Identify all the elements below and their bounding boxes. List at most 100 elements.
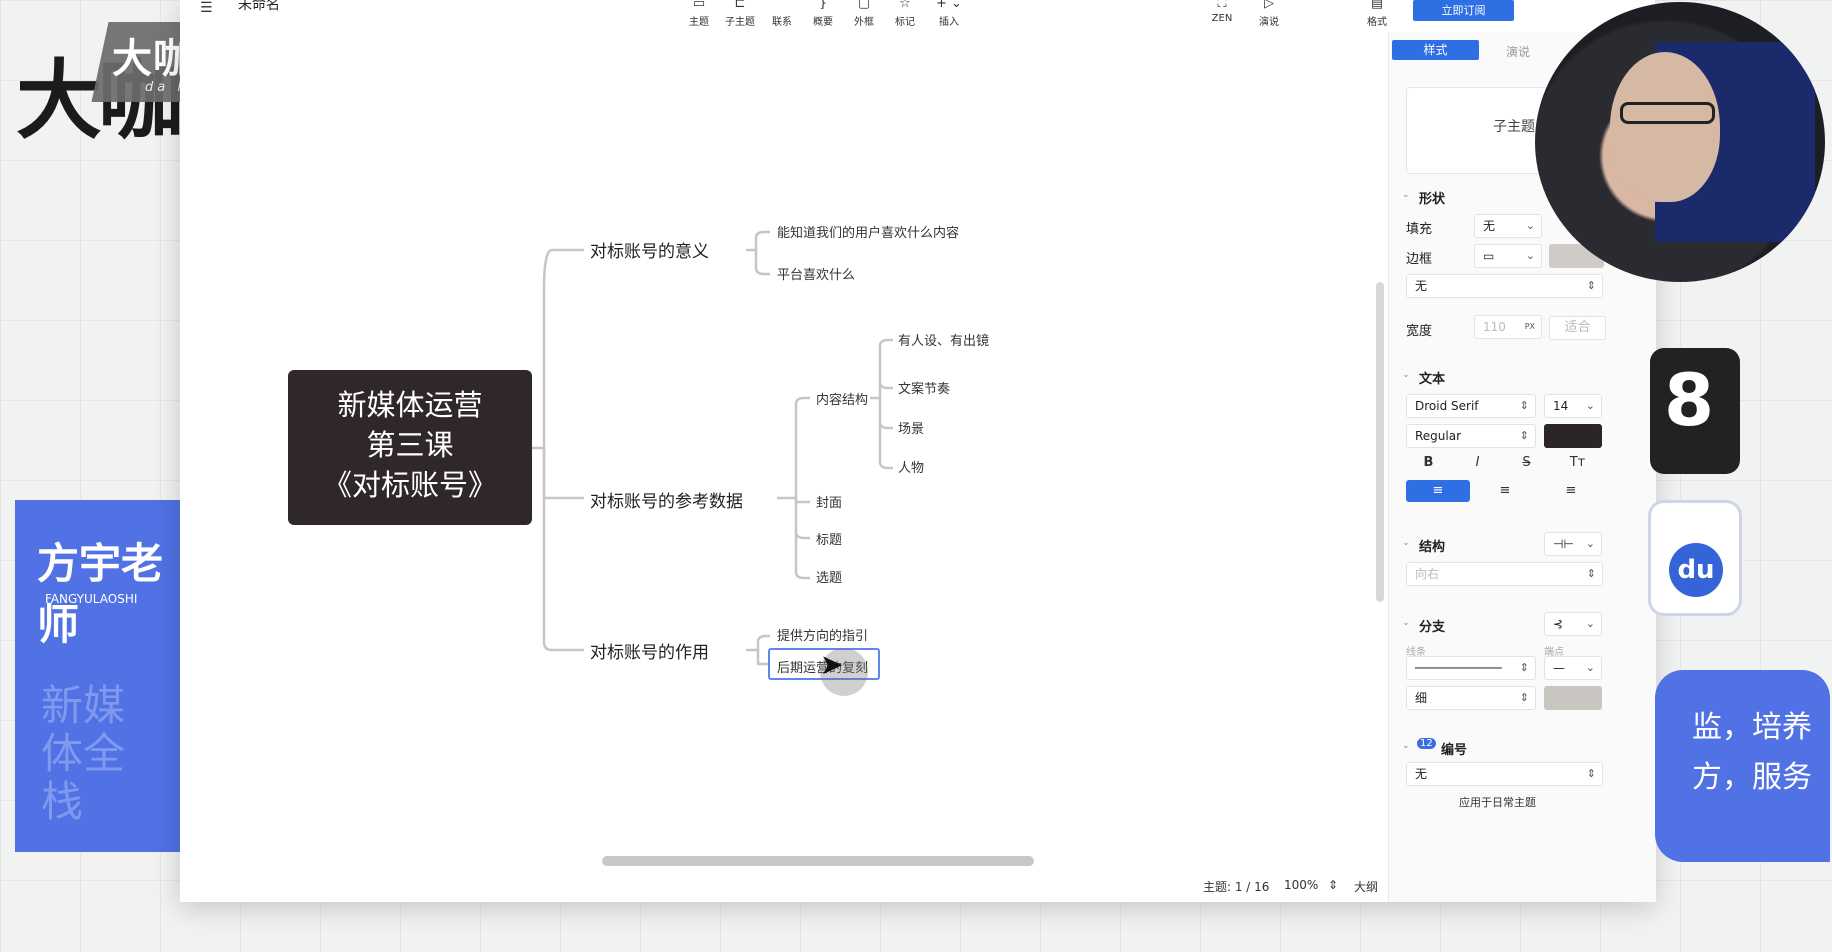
- apply-to-topics-link[interactable]: 应用于日常主题: [1459, 796, 1536, 809]
- topic-branch-reference[interactable]: 对标账号的参考数据: [590, 492, 743, 512]
- updown-icon: ⇕: [1586, 567, 1596, 580]
- selected-topic-outline: [768, 648, 880, 680]
- zoom-level[interactable]: 100%: [1284, 878, 1319, 892]
- section-text: 文本: [1419, 372, 1446, 387]
- mindmap-canvas[interactable]: 新媒体运营 第三课 《对标账号》 对标账号的意义 能知道我们的用户喜欢什么内容 …: [180, 32, 1388, 866]
- chevron-down-icon: ⌄: [1585, 661, 1595, 674]
- promo-card: 监，培养 方，服务: [1655, 670, 1830, 862]
- outline-button[interactable]: 大纲: [1354, 880, 1379, 894]
- section-shape: 形状: [1419, 192, 1446, 207]
- border-label: 边框: [1406, 252, 1433, 267]
- updown-icon: ⇕: [1519, 399, 1529, 412]
- toolbar-format-button[interactable]: ▤格式: [1355, 0, 1399, 28]
- topic-branch-function[interactable]: 对标账号的作用: [590, 643, 709, 663]
- connector-b2-c3: [794, 498, 810, 540]
- line-width-select[interactable]: 细⇕: [1406, 686, 1536, 710]
- app-window: ☰ 未命名 ▭主题 ⊏子主题 ⌒联系 }概要 ▢外框 ☆标记 + ⌄插入 ⛶ZE…: [180, 0, 1656, 902]
- numbering-select[interactable]: 无⇕: [1406, 762, 1603, 786]
- subtopic-content-structure[interactable]: 内容结构: [816, 393, 869, 408]
- subtopic-platform[interactable]: 平台喜欢什么: [777, 268, 856, 283]
- menu-icon[interactable]: ☰: [200, 0, 213, 16]
- present-icon: ▷: [1264, 0, 1274, 9]
- chevron-down-icon[interactable]: ⌄: [1402, 741, 1410, 751]
- chevron-down-icon[interactable]: ⌄: [1402, 190, 1410, 200]
- subtopic-direction-guide[interactable]: 提供方向的指引: [777, 629, 869, 644]
- subscribe-button[interactable]: 立即订阅: [1413, 0, 1514, 21]
- text-case-button[interactable]: Tт: [1553, 452, 1602, 474]
- topic-branch-meaning[interactable]: 对标账号的意义: [590, 242, 709, 262]
- tab-style[interactable]: 样式: [1392, 40, 1479, 60]
- endpoint-select[interactable]: —⌄: [1544, 656, 1602, 680]
- toolbar-zen-button[interactable]: ⛶ZEN: [1200, 0, 1244, 24]
- font-weight-select[interactable]: Regular⇕: [1406, 424, 1536, 448]
- numbering-toggle-icon[interactable]: 12: [1417, 738, 1436, 749]
- fit-button[interactable]: 适合: [1549, 316, 1606, 340]
- align-right-icon: ≡: [1565, 483, 1577, 498]
- boundary-icon: ▢: [857, 0, 871, 9]
- vertical-scrollbar[interactable]: [1376, 282, 1384, 602]
- subtopic-topic-selection[interactable]: 选题: [816, 571, 843, 586]
- toolbar-subtopic-button[interactable]: ⊏子主题: [718, 0, 762, 28]
- italic-button[interactable]: I: [1455, 452, 1500, 474]
- font-size-select[interactable]: 14⌄: [1544, 394, 1602, 418]
- subtopic-character[interactable]: 人物: [898, 461, 925, 476]
- subtopic-scene[interactable]: 场景: [898, 422, 925, 437]
- align-right-button[interactable]: ≡: [1540, 480, 1602, 502]
- connector-g4: [878, 422, 893, 470]
- toolbar-boundary-button[interactable]: ▢外框: [842, 0, 886, 28]
- toolbar-insert-button[interactable]: + ⌄插入: [927, 0, 971, 28]
- presenter-face: [1610, 52, 1720, 202]
- root-line-2: 第三课: [366, 428, 454, 462]
- subtopic-persona[interactable]: 有人设、有出镜: [898, 334, 990, 349]
- fill-select[interactable]: 无⌄: [1474, 214, 1542, 238]
- toolbar-present-button[interactable]: ▷演说: [1247, 0, 1291, 28]
- subtopic-know-user[interactable]: 能知道我们的用户喜欢什么内容: [777, 226, 960, 241]
- strikethrough-button[interactable]: S: [1504, 452, 1549, 474]
- bold-button[interactable]: B: [1406, 452, 1451, 474]
- status-bar: 主题: 1 / 16 100% ⇕ 大纲: [180, 862, 1388, 902]
- chevron-down-icon: ⌄: [1585, 399, 1595, 412]
- document-title[interactable]: 未命名: [238, 0, 280, 13]
- chevron-down-icon[interactable]: ⌄: [1402, 538, 1410, 548]
- subtopic-cover[interactable]: 封面: [816, 496, 843, 511]
- align-left-button[interactable]: ≡: [1406, 480, 1470, 502]
- branch-style-select[interactable]: ⊰⌄: [1544, 612, 1602, 636]
- toolbar-marker-button[interactable]: ☆标记: [883, 0, 927, 28]
- branch-curve-icon: ⊰: [1553, 617, 1564, 631]
- structure-direction-select[interactable]: 向右⇕: [1406, 562, 1603, 586]
- root-line-3: 《对标账号》: [322, 468, 497, 502]
- subtopic-title[interactable]: 标题: [816, 533, 843, 548]
- border-style-select[interactable]: 无⇕: [1406, 274, 1603, 298]
- border-shape-select[interactable]: ▭⌄: [1474, 244, 1542, 268]
- connector-b1-c1: [746, 230, 770, 252]
- preview-label: 子主题: [1493, 119, 1535, 135]
- chevron-down-icon[interactable]: ⌄: [1402, 370, 1410, 380]
- subtopic-later-replicate[interactable]: 后期运营的复刻: [777, 661, 869, 676]
- toolbar-topic-button[interactable]: ▭主题: [677, 0, 721, 28]
- toolbar-summary-button[interactable]: }概要: [801, 0, 845, 28]
- marker-icon: ☆: [899, 0, 911, 9]
- tab-presentation[interactable]: 演说: [1506, 45, 1531, 59]
- teacher-tag: 新媒体全栈: [41, 681, 126, 826]
- toolbar-relation-button[interactable]: ⌒联系: [760, 0, 804, 28]
- font-family-select[interactable]: Droid Serif⇕: [1406, 394, 1536, 418]
- chevron-down-icon: ⌄: [1585, 537, 1595, 550]
- mindmap-root-topic[interactable]: 新媒体运营 第三课 《对标账号》: [288, 370, 532, 525]
- zoom-stepper-icon[interactable]: ⇕: [1328, 878, 1339, 892]
- align-center-button[interactable]: ≡: [1473, 480, 1537, 502]
- align-left-icon: ≡: [1432, 483, 1444, 498]
- line-style-icon: ────────────: [1415, 661, 1502, 675]
- structure-type-select[interactable]: ⊣⊢⌄: [1544, 532, 1602, 556]
- subtopic-copy-rhythm[interactable]: 文案节奏: [898, 382, 951, 397]
- line-style-select[interactable]: ────────────⇕: [1406, 656, 1536, 680]
- horizontal-scrollbar[interactable]: [602, 856, 1034, 866]
- connector-g2: [878, 381, 893, 390]
- section-numbering: 编号: [1441, 743, 1468, 758]
- connector-b2-c2: [794, 498, 810, 504]
- promo-text-1: 监，培养: [1692, 710, 1812, 745]
- text-color-swatch[interactable]: [1544, 424, 1602, 448]
- teacher-name: 方宇老师: [37, 539, 164, 649]
- chevron-down-icon[interactable]: ⌄: [1402, 618, 1410, 628]
- branch-color-swatch[interactable]: [1544, 686, 1602, 710]
